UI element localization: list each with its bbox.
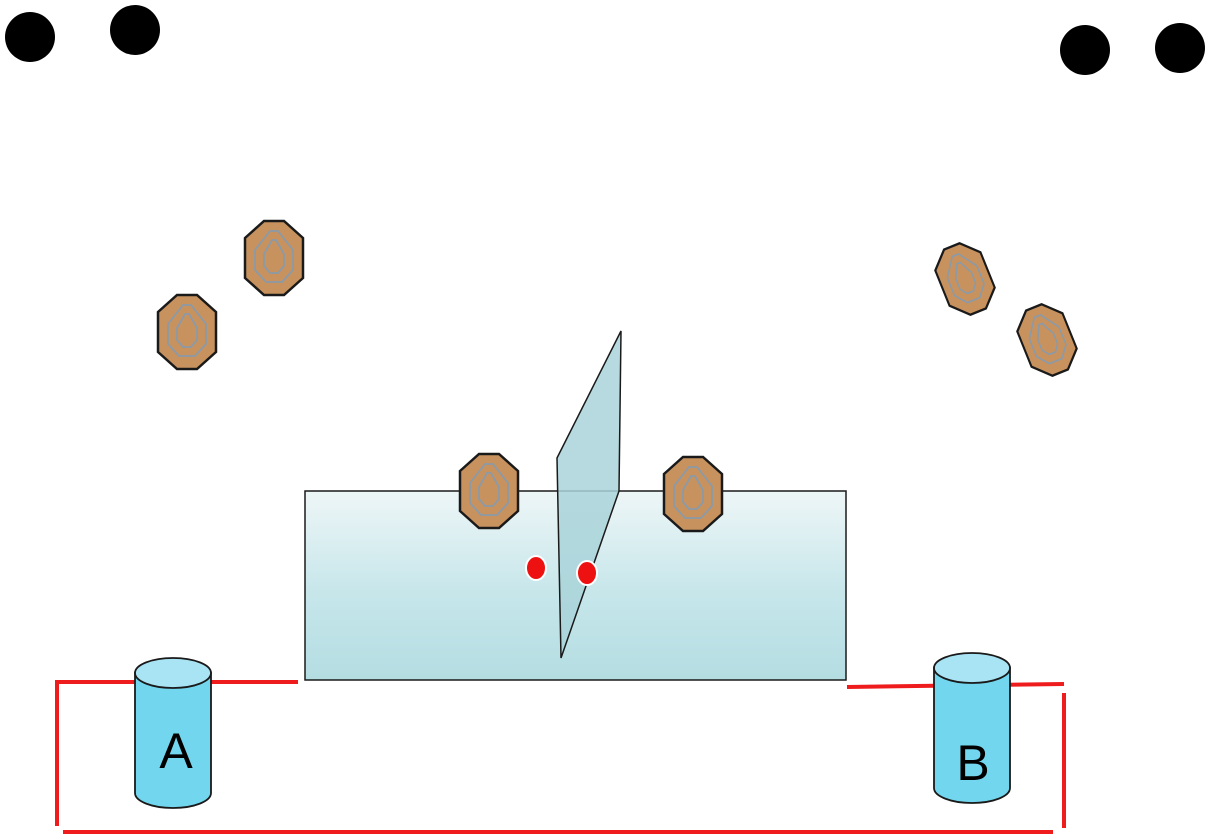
target-upper-right-b xyxy=(1010,297,1084,383)
barrel-b: B xyxy=(933,652,1011,804)
barrel-a-label: A xyxy=(159,723,193,779)
barrel-a: A xyxy=(134,657,212,809)
divider-panel xyxy=(556,330,622,659)
dot-top-right-1 xyxy=(1060,25,1110,75)
target-upper-right-a xyxy=(928,236,1002,322)
target-center-left xyxy=(458,452,520,530)
target-center-right xyxy=(662,455,724,533)
dot-top-left-1 xyxy=(5,12,55,62)
target-upper-left-b xyxy=(156,293,218,371)
dot-top-left-2 xyxy=(110,5,160,55)
dot-top-right-2 xyxy=(1155,23,1205,73)
barrel-b-label: B xyxy=(956,735,989,791)
fault-line-left xyxy=(55,680,298,826)
shooting-mark-right xyxy=(576,560,598,586)
target-upper-left-a xyxy=(243,219,305,297)
shooting-mark-left xyxy=(525,555,547,581)
